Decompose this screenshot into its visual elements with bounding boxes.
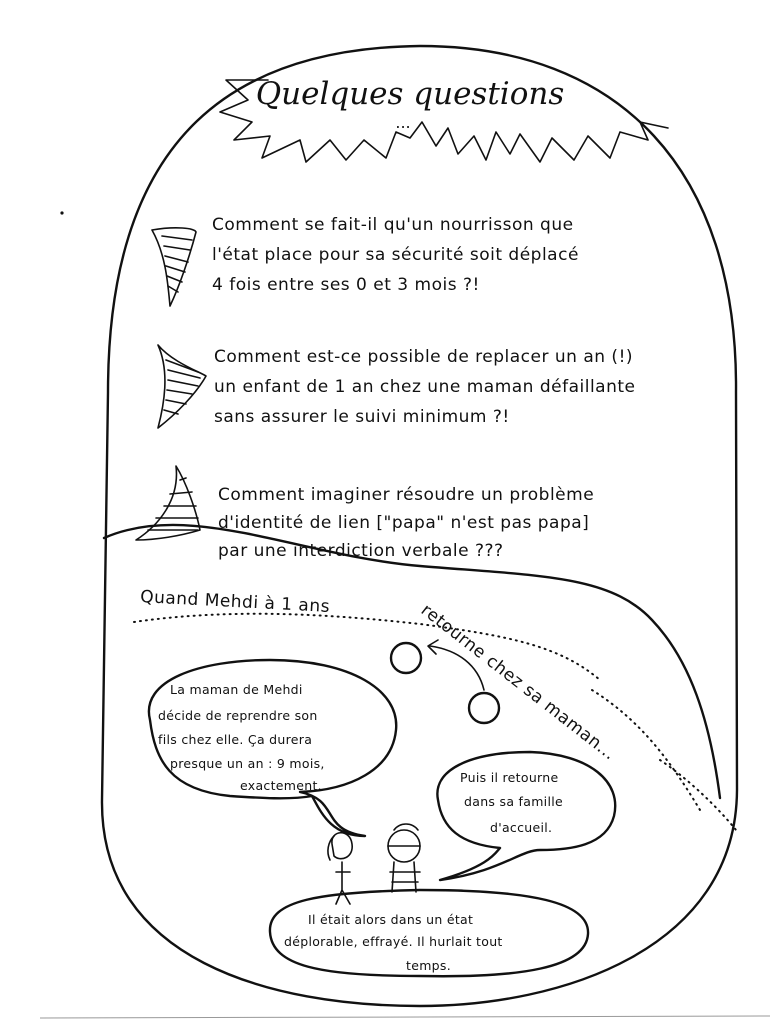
- bubble-left-line-5: exactement.: [240, 778, 322, 793]
- bubble-left-line-4: presque un an : 9 mois,: [170, 756, 325, 771]
- question-2-line-1: Comment est-ce possible de replacer un a…: [214, 347, 633, 367]
- page-title: Quelques questions: [256, 76, 565, 112]
- horn-icon: [157, 344, 207, 429]
- dotted-line: [133, 612, 601, 681]
- bubble-left-line-3: fils chez elle. Ça durera: [158, 732, 312, 747]
- speech-bubble-bottom: [268, 888, 590, 978]
- question-3-line-1: Comment imaginer résoudre un problème: [218, 485, 594, 505]
- question-3-line-3: par une interdiction verbale ???: [218, 541, 504, 561]
- question-3: Comment imaginer résoudre un problème d'…: [218, 485, 594, 561]
- question-2-line-2: un enfant de 1 an chez une maman défaill…: [214, 377, 636, 397]
- speech-bubble-left: [147, 658, 398, 838]
- question-1-line-2: l'état place pour sa sécurité soit dépla…: [212, 245, 579, 265]
- bubble-bottom-line-1: Il était alors dans un état: [308, 912, 473, 927]
- dotted-line: [659, 759, 737, 831]
- curved-arrow: [429, 645, 485, 691]
- circle-marker: [467, 691, 501, 725]
- mother-figure-icon: [327, 831, 353, 905]
- panel-frame: [100, 44, 739, 1008]
- question-1: Comment se fait-il qu'un nourrisson que …: [212, 215, 579, 295]
- child-figure-icon: [387, 823, 421, 893]
- question-1-line-1: Comment se fait-il qu'un nourrisson que: [212, 215, 574, 235]
- bubble-right-line-3: d'accueil.: [490, 820, 552, 835]
- arrow-head-icon: [427, 639, 439, 655]
- horn-icon: [135, 465, 201, 541]
- scan-edge: [39, 1015, 771, 1019]
- question-1-line-3: 4 fois entre ses 0 et 3 mois ?!: [212, 275, 480, 295]
- bubble-bottom-line-2: déplorable, effrayé. Il hurlait tout: [284, 934, 503, 949]
- speech-bubble-right-text: Puis il retourne dans sa famille d'accue…: [460, 770, 563, 835]
- title-burst: [219, 79, 669, 163]
- question-2: Comment est-ce possible de replacer un a…: [214, 347, 636, 427]
- speech-bubble-right: [436, 750, 617, 882]
- caption-part-2: retourne chez sa maman...: [417, 600, 619, 764]
- bubble-left-line-1: La maman de Mehdi: [170, 682, 303, 697]
- stray-dot: [60, 211, 64, 215]
- speech-bubble-left-text: La maman de Mehdi décide de reprendre so…: [158, 682, 325, 793]
- panel-divider: [102, 523, 722, 800]
- bubble-bottom-line-3: temps.: [406, 958, 451, 973]
- circle-marker: [389, 641, 423, 675]
- question-3-line-2: d'identité de lien ["papa" n'est pas pap…: [218, 513, 589, 533]
- caption-part-1: Quand Mehdi à 1 ans: [140, 587, 331, 617]
- bubble-right-line-1: Puis il retourne: [460, 770, 558, 785]
- question-2-line-3: sans assurer le suivi minimum ?!: [214, 407, 510, 427]
- horn-icon: [151, 227, 197, 307]
- dotted-line: [591, 689, 701, 811]
- speech-bubble-bottom-text: Il était alors dans un état déplorable, …: [284, 912, 503, 973]
- bubble-left-line-2: décide de reprendre son: [158, 708, 318, 723]
- title-ellipsis: ...: [395, 113, 410, 132]
- bubble-right-line-2: dans sa famille: [464, 794, 563, 809]
